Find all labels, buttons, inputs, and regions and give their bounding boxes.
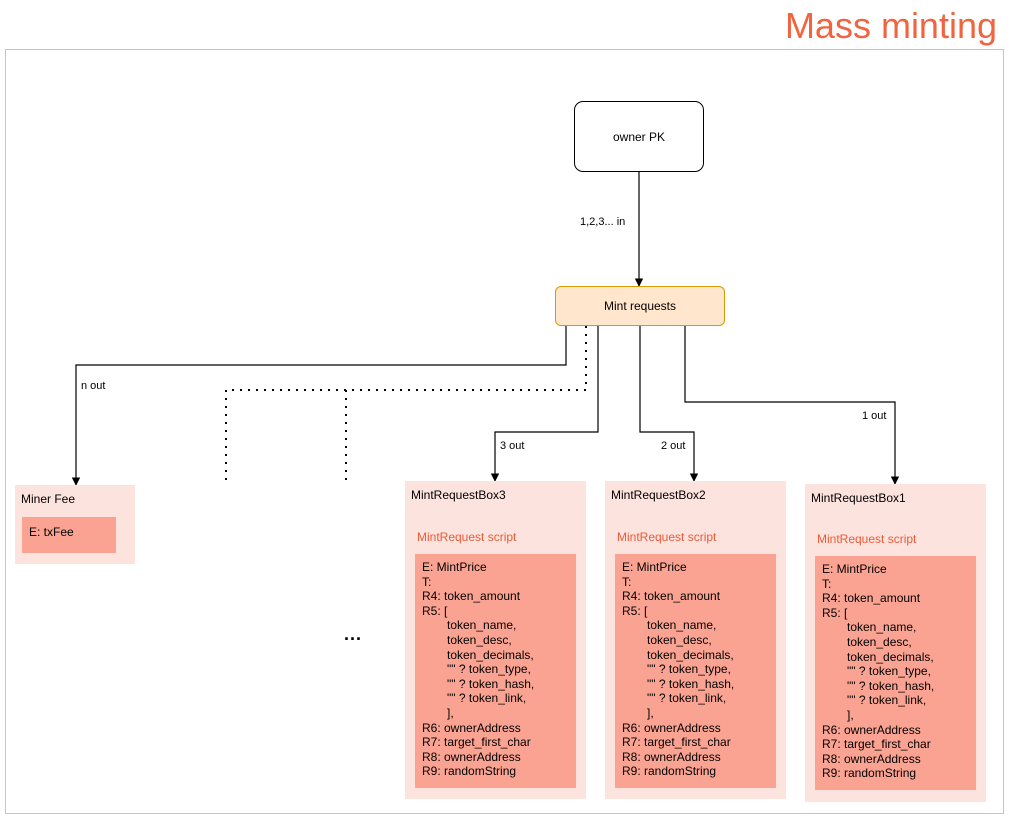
register-r9: R9: randomString <box>822 766 917 781</box>
token-hash-line: "" ? token_hash, <box>447 676 535 691</box>
token-desc-line: token_desc, <box>447 632 512 647</box>
token-decimals-line: token_decimals, <box>647 647 734 662</box>
register-r9: R9: randomString <box>422 764 517 779</box>
register-r6: R6: ownerAddress <box>622 720 721 735</box>
edge-2-out <box>639 326 699 482</box>
edge-1-out <box>684 326 900 485</box>
token-name-line: token_name, <box>847 620 917 635</box>
edge-label-in: 1,2,3... in <box>579 216 627 229</box>
register-r4: R4: token_amount <box>422 589 521 604</box>
register-r5: R5: [ <box>822 605 848 620</box>
register-r5: R5: [ <box>422 603 448 618</box>
token-desc-line: token_desc, <box>647 632 712 647</box>
edge-3-out <box>490 326 599 482</box>
script-registers: E: MintPrice T: R4: token_amount R5: [ t… <box>615 554 776 788</box>
edge-n-out <box>71 326 567 486</box>
token-hash-line: "" ? token_hash, <box>647 676 735 691</box>
more-boxes-ellipsis: ... <box>344 624 363 644</box>
script-label: MintRequest script <box>817 532 917 546</box>
token-type-line: "" ? token_type, <box>847 664 931 679</box>
token-name-line: token_name, <box>647 618 717 633</box>
register-r7: R7: target_first_char <box>622 735 731 750</box>
register-r9: R9: randomString <box>622 764 717 779</box>
edge-label-n-out: n out <box>80 380 107 393</box>
diagram-title: Mass minting <box>784 5 997 46</box>
token-type-line: "" ? token_type, <box>647 662 731 677</box>
edge-dotted-a <box>345 326 587 482</box>
mint-requests-node: Mint requests <box>555 286 725 326</box>
register-r6: R6: ownerAddress <box>822 722 921 737</box>
token-link-line: "" ? token_link, <box>647 691 727 706</box>
register-r8: R8: ownerAddress <box>822 751 921 766</box>
token-decimals-line: token_decimals, <box>847 649 934 664</box>
register-r7: R7: target_first_char <box>822 737 931 752</box>
box-title: MintRequestBox3 <box>411 488 506 502</box>
edge-label-3-out: 3 out <box>499 440 526 453</box>
register-r6: R6: ownerAddress <box>422 720 521 735</box>
owner-pk-node: owner PK <box>574 101 704 172</box>
r5-close-line: ], <box>647 705 654 720</box>
diagram-frame <box>5 49 1004 814</box>
mint-request-box-2: MintRequestBox2 MintRequest script E: Mi… <box>605 481 786 799</box>
token-decimals-line: token_decimals, <box>447 647 534 662</box>
token-hash-line: "" ? token_hash, <box>847 678 935 693</box>
box-title: MintRequestBox2 <box>611 488 706 502</box>
register-t: T: <box>622 574 632 589</box>
script-label: MintRequest script <box>617 530 717 544</box>
miner-fee-title: Miner Fee <box>21 492 76 506</box>
mint-request-box-1: MintRequestBox1 MintRequest script E: Mi… <box>805 484 986 802</box>
register-r7: R7: target_first_char <box>422 735 531 750</box>
edge-label-2-out: 2 out <box>660 440 687 453</box>
register-t: T: <box>422 574 432 589</box>
r5-close-line: ], <box>447 705 454 720</box>
register-r8: R8: ownerAddress <box>622 749 721 764</box>
miner-fee-box: Miner Fee E: txFee <box>15 485 135 564</box>
box-title: MintRequestBox1 <box>811 491 906 505</box>
register-r4: R4: token_amount <box>622 589 721 604</box>
script-registers: E: MintPrice T: R4: token_amount R5: [ t… <box>815 556 976 790</box>
token-link-line: "" ? token_link, <box>447 691 527 706</box>
token-desc-line: token_desc, <box>847 634 912 649</box>
mint-request-box-3: MintRequestBox3 MintRequest script E: Mi… <box>405 481 586 799</box>
edge-dotted-b <box>225 389 346 482</box>
register-e: E: MintPrice <box>422 560 487 574</box>
token-type-line: "" ? token_type, <box>447 662 531 677</box>
edge-label-1-out: 1 out <box>861 410 888 423</box>
register-t: T: <box>822 576 832 591</box>
token-name-line: token_name, <box>447 618 517 633</box>
token-link-line: "" ? token_link, <box>847 693 927 708</box>
register-e: E: MintPrice <box>622 560 687 574</box>
miner-fee-value: E: txFee <box>22 517 116 553</box>
r5-close-line: ], <box>847 707 854 722</box>
script-label: MintRequest script <box>417 530 517 544</box>
register-e: E: MintPrice <box>822 562 887 576</box>
register-r8: R8: ownerAddress <box>422 749 521 764</box>
register-r5: R5: [ <box>622 603 648 618</box>
script-registers: E: MintPrice T: R4: token_amount R5: [ t… <box>415 554 576 788</box>
register-r4: R4: token_amount <box>822 591 921 606</box>
